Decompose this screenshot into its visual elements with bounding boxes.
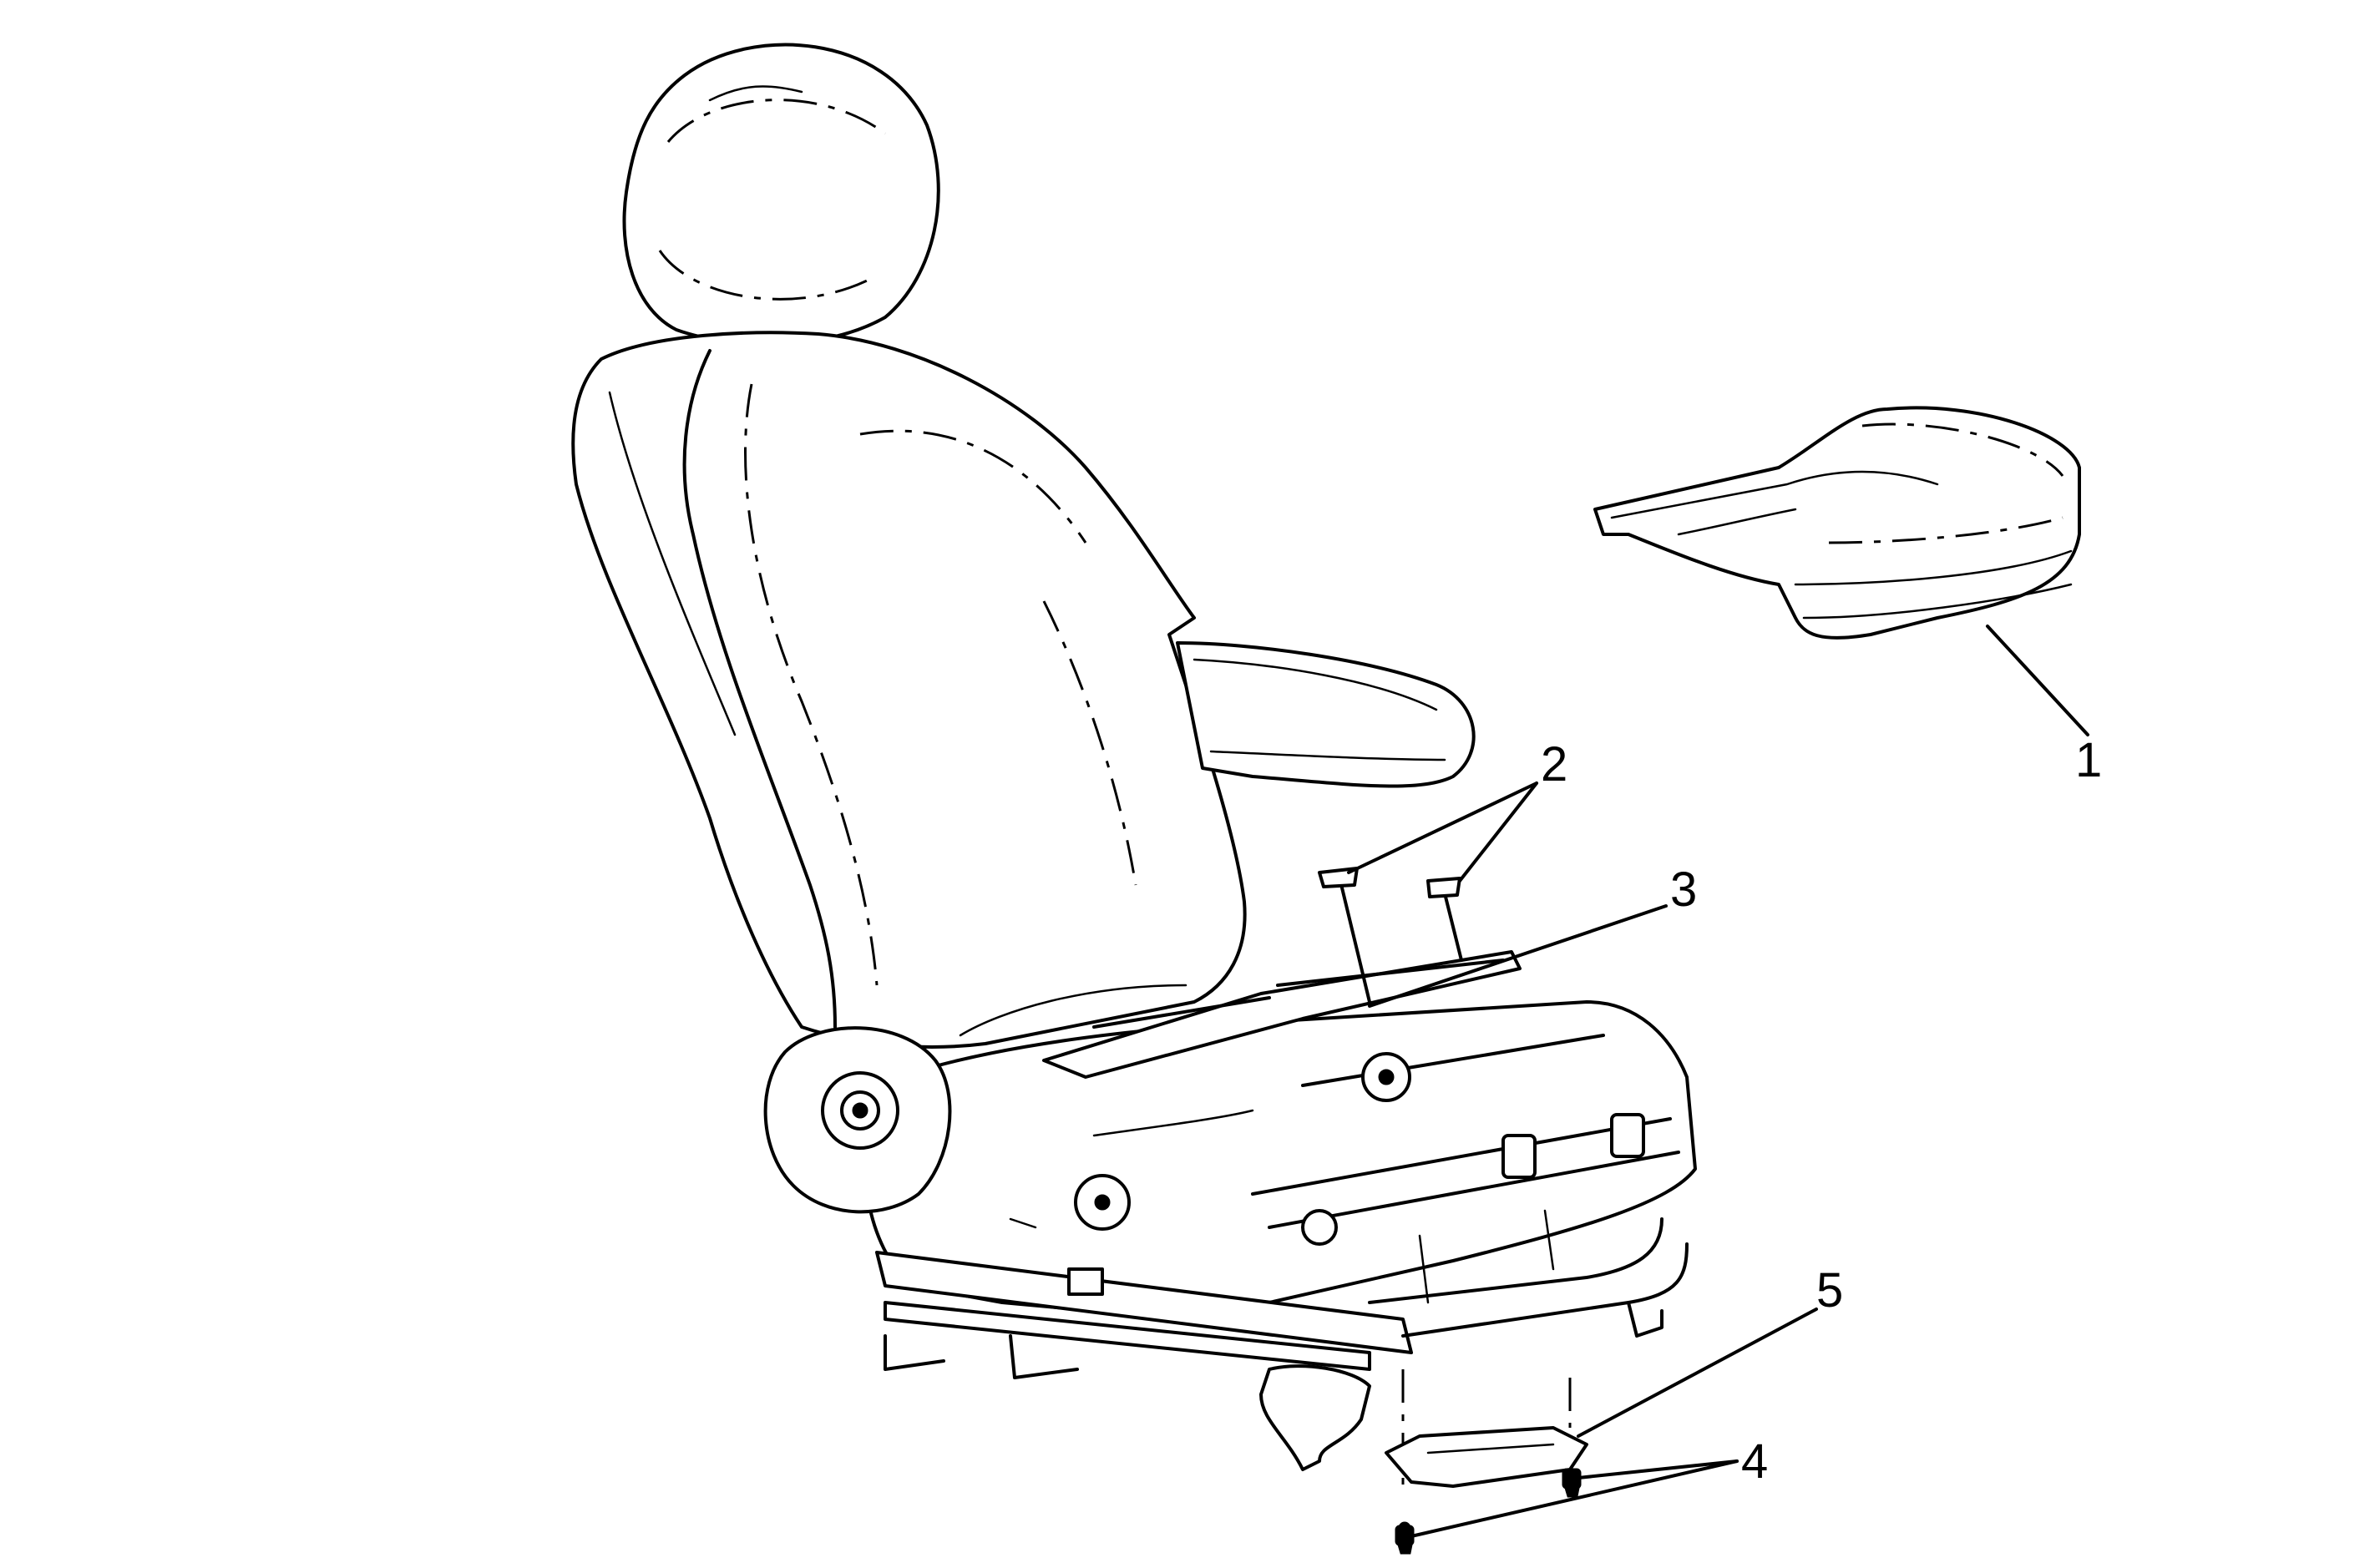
leader-4b xyxy=(1577,1459,1739,1480)
callout-3: 3 xyxy=(1670,862,1697,917)
callout-4: 4 xyxy=(1741,1434,1768,1489)
callout-5: 5 xyxy=(1816,1263,1843,1318)
closeout-panel xyxy=(1042,950,1522,1079)
recliner-mechanism xyxy=(763,1026,1411,1246)
callout-1: 1 xyxy=(2075,733,2102,787)
leader-2b xyxy=(1458,782,1538,883)
seat-frame xyxy=(863,1000,1697,1321)
seat-back xyxy=(571,331,1247,1049)
leader-3 xyxy=(1368,904,1668,1008)
leader-4a xyxy=(1410,1459,1739,1538)
callout-labels: 1 2 3 4 5 xyxy=(1541,733,2102,1489)
leader-2a xyxy=(1347,782,1538,874)
bracket-and-fasteners xyxy=(1385,1369,1588,1555)
leader-5 xyxy=(1577,1308,1818,1438)
leader-lines xyxy=(1347,625,2089,1538)
callout-2: 2 xyxy=(1541,737,1567,792)
seat-cushion xyxy=(1593,406,2081,640)
seat-track xyxy=(875,1217,1689,1471)
armrest xyxy=(1176,641,1476,788)
headrest xyxy=(622,43,940,347)
leader-1 xyxy=(1986,625,2089,736)
